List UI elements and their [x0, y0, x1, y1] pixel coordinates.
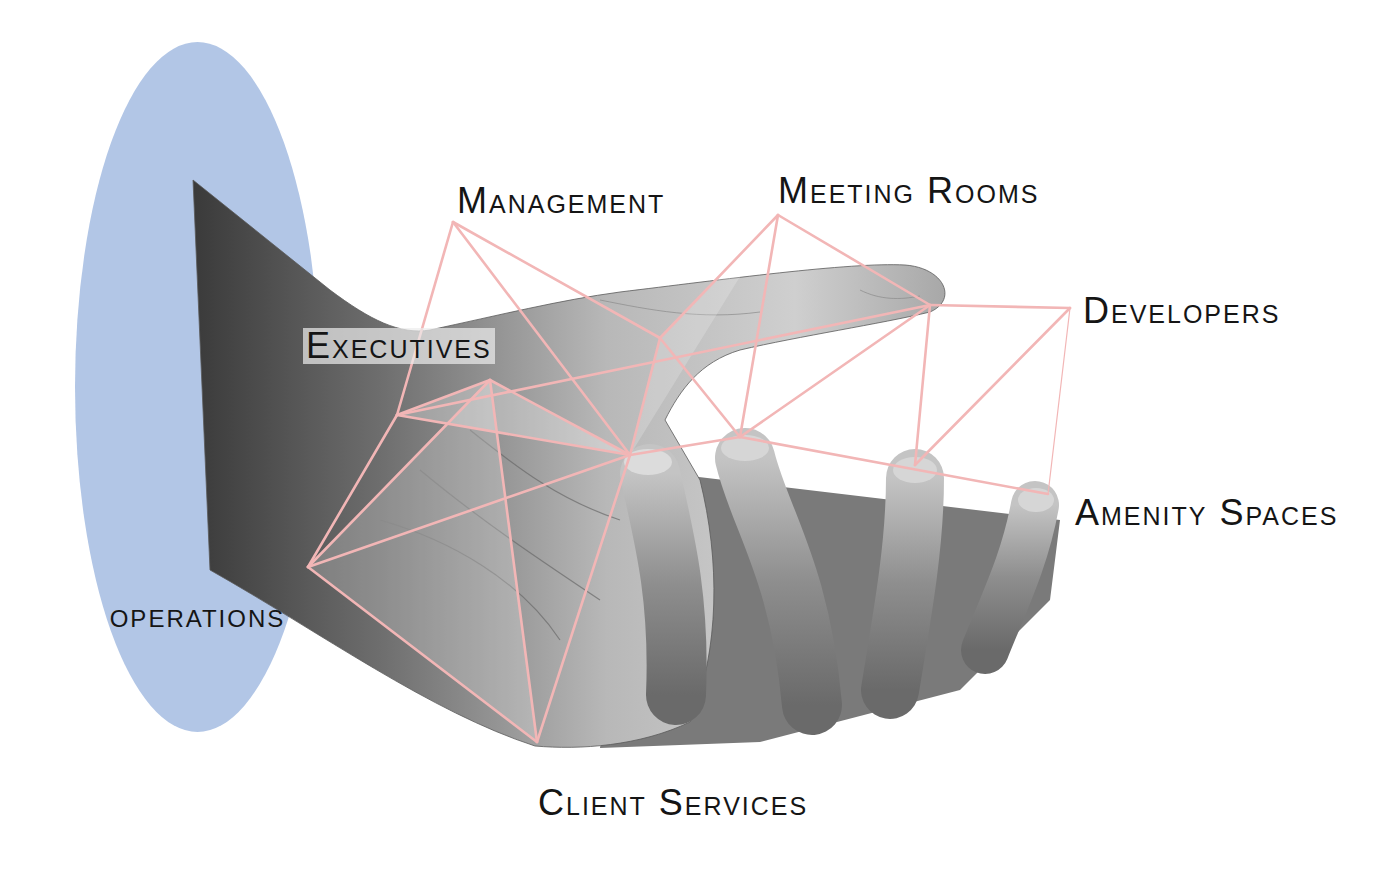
region-label: operations: [110, 598, 286, 632]
network-lines: [308, 215, 1070, 742]
space-label: Meeting Rooms: [778, 173, 1039, 209]
label-holder: Management: [457, 183, 665, 219]
ellipse-fill: [75, 42, 320, 732]
label-holder: Client Services: [538, 785, 808, 821]
space-label: Developers: [1083, 293, 1280, 329]
label-holder: Meeting Rooms: [778, 173, 1039, 209]
space-label: Management: [457, 183, 665, 219]
label-holder: Executives: [303, 328, 495, 364]
node-text-holder: operations: [75, 598, 320, 632]
label-holder: Amenity Spaces: [1075, 495, 1338, 531]
label-holder: Developers: [1083, 293, 1280, 329]
space-label: Client Services: [538, 785, 808, 821]
space-label: Executives: [303, 328, 495, 364]
space-label: Amenity Spaces: [1075, 495, 1338, 531]
